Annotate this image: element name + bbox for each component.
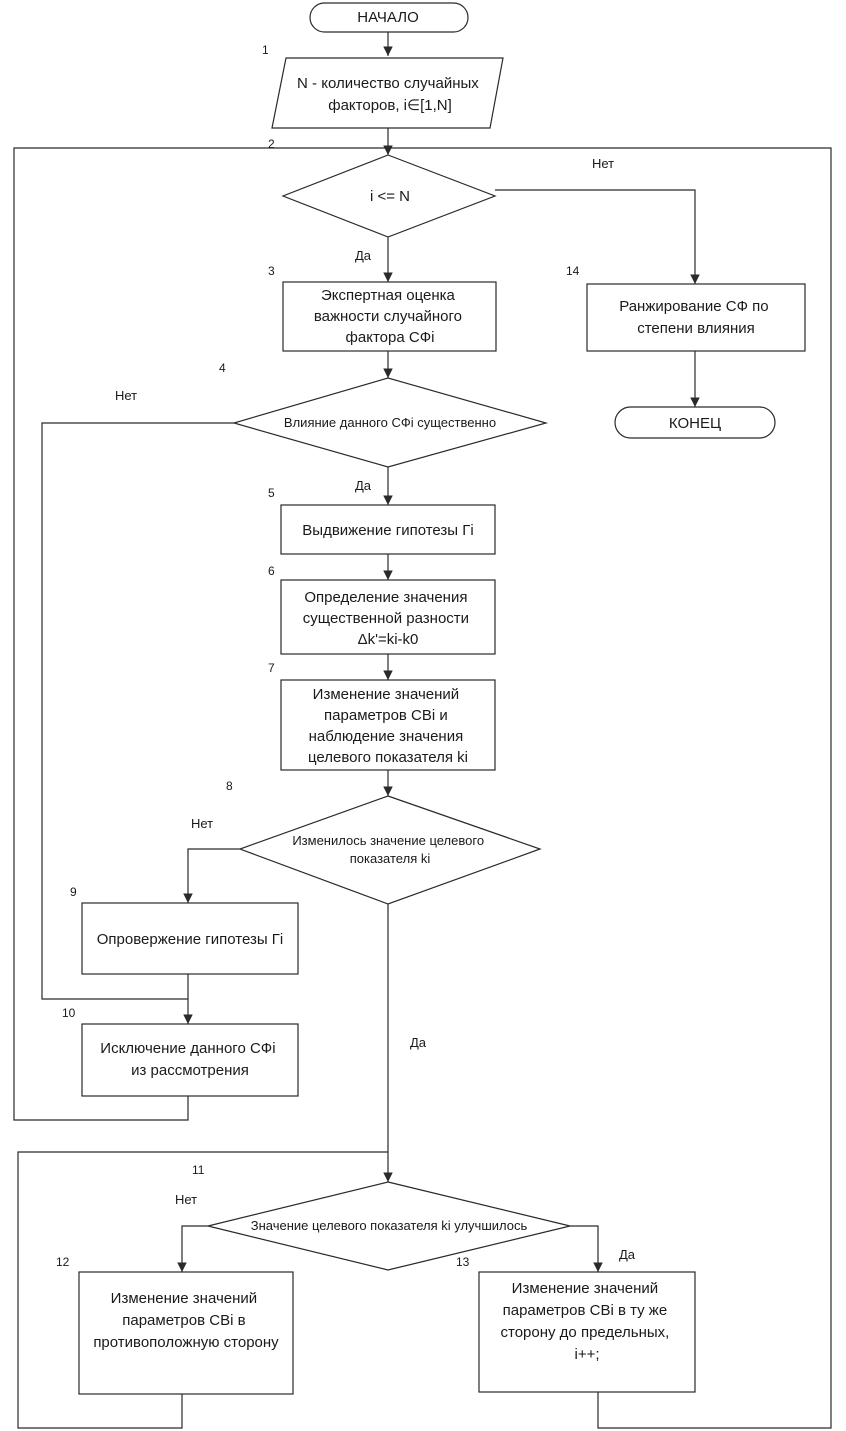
diff-box: [280, 579, 496, 655]
step-number-14: 14: [566, 264, 580, 278]
connectors: [13, 32, 832, 1429]
step-number-6: 6: [268, 564, 275, 578]
start-terminator: [309, 2, 469, 33]
change-params-label: Изменение значений параметров СВi и набл…: [308, 686, 468, 766]
cond-improved-label: Значение целевого показателя ki улучшило…: [251, 1218, 528, 1233]
step-number-12: 12: [56, 1255, 70, 1269]
end-terminator: [614, 406, 776, 439]
edge-cond-i-no: [495, 189, 700, 284]
step-number-11: 11: [192, 1163, 205, 1177]
edge-cond-influence-no: [41, 422, 234, 1000]
edge-label-cond-i-no: Нет: [592, 156, 614, 171]
edge-same-dir-loop: [388, 147, 832, 1429]
cond-i-label: i <= N: [370, 188, 410, 205]
cond-i-diamond: [281, 154, 497, 238]
input-label: N - количество случайных факторов, i∈[1,…: [297, 75, 483, 114]
cond-changed-label: Изменилось значение целевого показателя …: [292, 833, 487, 866]
edge-label-cond-improved-no: Нет: [175, 1192, 197, 1207]
step-number-2: 2: [268, 137, 275, 151]
step-number-1: 1: [262, 43, 269, 57]
edge-label-cond-influence-no: Нет: [115, 388, 137, 403]
refute-box: [81, 902, 299, 975]
cond-changed-diamond: [238, 795, 542, 905]
edge-cond-improved-no: [177, 1225, 208, 1272]
step-number-3: 3: [268, 264, 275, 278]
rank-label: Ранжирование СФ по степени влияния: [619, 298, 773, 337]
hypothesis-box: [280, 504, 496, 555]
exclude-label: Исключение данного СФi из рассмотрения: [100, 1040, 279, 1079]
same-dir-box: [478, 1271, 696, 1393]
diff-label: Определение значения существенной разнос…: [303, 589, 473, 648]
opposite-box: [78, 1271, 294, 1395]
edge-label-cond-improved-yes: Да: [619, 1247, 636, 1262]
cond-improved-diamond: [207, 1181, 571, 1271]
opposite-label: Изменение значений параметров СВi в прот…: [93, 1290, 279, 1351]
rank-box: [586, 283, 806, 352]
edge-opposite-loop: [17, 1151, 388, 1429]
same-dir-label: Изменение значений параметров СВi в ту ж…: [501, 1280, 674, 1363]
hypothesis-label: Выдвижение гипотезы Гi: [302, 522, 473, 539]
expert-label: Экспертная оценка важности случайного фа…: [314, 287, 466, 346]
expert-box: [282, 281, 497, 352]
exclude-box: [81, 1023, 299, 1097]
step-number-7: 7: [268, 661, 275, 675]
edge-labels: Нет Да Нет Да Нет Да Нет Да: [115, 156, 636, 1262]
step-number-9: 9: [70, 885, 77, 899]
edge-cond-changed-no: [183, 848, 240, 903]
step-number-4: 4: [219, 361, 226, 375]
edge-exclude-loop: [13, 147, 388, 1121]
step-number-13: 13: [456, 1255, 470, 1269]
edge-label-cond-influence-yes: Да: [355, 478, 372, 493]
step-number-10: 10: [62, 1006, 76, 1020]
end-label: КОНЕЦ: [669, 415, 721, 432]
step-number-5: 5: [268, 486, 275, 500]
edge-label-cond-i-yes: Да: [355, 248, 372, 263]
refute-label: Опровержение гипотезы Гi: [97, 931, 284, 948]
step-number-8: 8: [226, 779, 233, 793]
cond-influence-diamond: [231, 377, 549, 468]
edge-label-cond-changed-no: Нет: [191, 816, 213, 831]
change-params-box: [280, 679, 496, 771]
node-labels: НАЧАЛО 1 N - количество случайных фактор…: [56, 9, 773, 1363]
edge-cond-improved-yes: [570, 1225, 603, 1272]
input-parallelogram: [271, 57, 504, 129]
edge-label-cond-changed-yes: Да: [410, 1035, 427, 1050]
cond-influence-label: Влияние данного СФi существенно: [284, 415, 496, 430]
start-label: НАЧАЛО: [357, 9, 419, 26]
shapes: [78, 2, 806, 1395]
